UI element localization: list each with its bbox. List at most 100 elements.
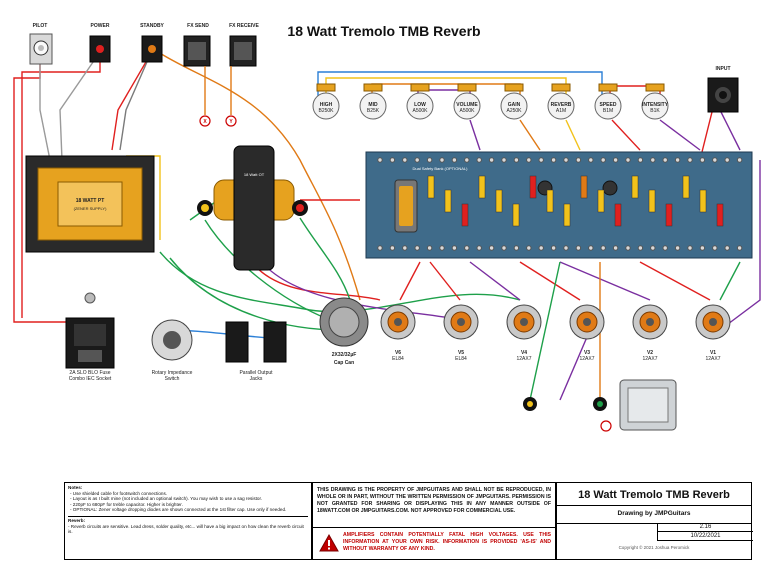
turret-top bbox=[501, 157, 507, 163]
reverb-note: - Reverb circuits are sensitive. Lead dr… bbox=[68, 523, 304, 535]
turret-top bbox=[389, 157, 396, 163]
standby-label: STANDBY bbox=[140, 23, 164, 29]
turret-bottom bbox=[439, 245, 445, 251]
turret-top bbox=[625, 157, 631, 163]
warning-icon bbox=[319, 534, 339, 552]
board-component bbox=[614, 203, 622, 227]
iec-fuse-socket: 2A SLO BLO Fuse Combo IEC Socket bbox=[65, 292, 115, 382]
pt-sublabel: (ZENER SUPPLY) bbox=[74, 206, 107, 211]
board-component bbox=[444, 189, 452, 213]
turret-top bbox=[538, 157, 544, 163]
jacks-label: Parallel Output bbox=[239, 370, 273, 376]
turret-top bbox=[687, 157, 693, 163]
title-block: 18 Watt Tremolo TMB Reverb Drawing by JM… bbox=[556, 482, 753, 560]
tube-name: V2 bbox=[647, 350, 653, 356]
board-component bbox=[597, 189, 605, 213]
pot-name: SPEED bbox=[600, 102, 617, 108]
tube-type: 12AX7 bbox=[705, 356, 720, 362]
title-block-author: Drawing by JMPGuitars bbox=[557, 505, 751, 524]
pot-name: GAIN bbox=[508, 102, 521, 108]
board-component bbox=[546, 189, 554, 213]
pot-name: VOLUME bbox=[456, 102, 478, 108]
turret-bottom bbox=[712, 245, 718, 251]
pot-name: REVERB bbox=[551, 102, 572, 108]
fx-receive-jack: FX RECEIVE Y bbox=[225, 23, 260, 127]
board-component bbox=[529, 175, 537, 199]
fx-receive-label: FX RECEIVE bbox=[229, 23, 259, 29]
turret-bottom bbox=[637, 245, 644, 251]
version: 2.16 bbox=[657, 523, 753, 532]
copyright-box: THIS DRAWING IS THE PROPERTY OF JMPGUITA… bbox=[312, 482, 556, 560]
turret-top bbox=[451, 157, 458, 163]
turret-top bbox=[488, 157, 495, 163]
turret-bottom bbox=[625, 245, 631, 251]
turret-bottom bbox=[600, 245, 606, 251]
power-transformer: 18 WATT PT (ZENER SUPPLY) bbox=[25, 155, 155, 253]
pot-value: B1M bbox=[603, 108, 613, 114]
turret-bottom bbox=[724, 245, 730, 251]
tube-type: 12AX7 bbox=[579, 356, 594, 362]
turret-top bbox=[588, 157, 594, 163]
pot-value: A1M bbox=[556, 108, 566, 114]
turret-top bbox=[699, 157, 706, 163]
pot-value: A250K bbox=[506, 108, 522, 114]
turret-bottom bbox=[563, 245, 569, 251]
board-component bbox=[563, 203, 571, 227]
rotary-label: Rotary Impedance bbox=[152, 370, 193, 376]
pot-value: B250K bbox=[318, 108, 334, 114]
tube-name: V6 bbox=[395, 350, 401, 356]
board-component bbox=[495, 189, 503, 213]
board-component bbox=[631, 175, 639, 199]
notes-box: Notes: - Use shielded cable for footswit… bbox=[64, 482, 312, 560]
note-1: - Use shielded cable for footswitch conn… bbox=[70, 490, 168, 496]
turret-bottom bbox=[538, 245, 544, 251]
turret-bottom bbox=[736, 245, 743, 251]
turret-top bbox=[612, 157, 619, 163]
turret-top bbox=[736, 157, 743, 163]
pot-value: A500K bbox=[412, 108, 428, 114]
turret-bottom bbox=[550, 245, 557, 251]
turret-top bbox=[439, 157, 445, 163]
input-jack: INPUT bbox=[707, 66, 739, 113]
tube-name: V4 bbox=[521, 350, 527, 356]
cap-can-label: Cap Can bbox=[334, 360, 354, 366]
note-2: - Layout is as I built mine (not include… bbox=[70, 496, 263, 502]
turret-top bbox=[526, 157, 532, 163]
copyright-notice: THIS DRAWING IS THE PROPERTY OF JMPGUITA… bbox=[317, 487, 551, 514]
tube-type: 12AX7 bbox=[642, 356, 657, 362]
board-component bbox=[580, 175, 588, 199]
warning-text: AMPLIFIERS CONTAIN POTENTIALLY FATAL HIG… bbox=[343, 532, 551, 552]
turret-top bbox=[476, 157, 482, 163]
title-block-title: 18 Watt Tremolo TMB Reverb bbox=[557, 483, 751, 506]
pot-value: A500K bbox=[459, 108, 475, 114]
turret-bottom bbox=[650, 245, 656, 251]
diagram-title: 18 Watt Tremolo TMB Reverb bbox=[287, 23, 480, 39]
board-component bbox=[461, 203, 469, 227]
turret-board: Dual Safety Bank (OPTIONAL) bbox=[365, 151, 753, 259]
turret-top bbox=[650, 157, 656, 163]
fx-receive-marker: Y bbox=[229, 119, 233, 125]
turret-top bbox=[550, 157, 557, 163]
board-component bbox=[665, 203, 673, 227]
fx-send-jack: FX SEND X bbox=[183, 23, 211, 127]
board-component bbox=[478, 175, 486, 199]
turret-bottom bbox=[612, 245, 619, 251]
turret-top bbox=[674, 157, 681, 163]
turret-bottom bbox=[513, 245, 520, 251]
rotary-sublabel: Switch bbox=[165, 376, 180, 382]
pot-value: B25K bbox=[367, 108, 380, 114]
turret-top bbox=[513, 157, 520, 163]
tube-type: EL84 bbox=[392, 356, 404, 362]
turret-top bbox=[402, 157, 408, 163]
pot-name: MID bbox=[368, 102, 378, 108]
ot-label: 18 Watt OT bbox=[244, 172, 265, 177]
turret-bottom bbox=[451, 245, 458, 251]
